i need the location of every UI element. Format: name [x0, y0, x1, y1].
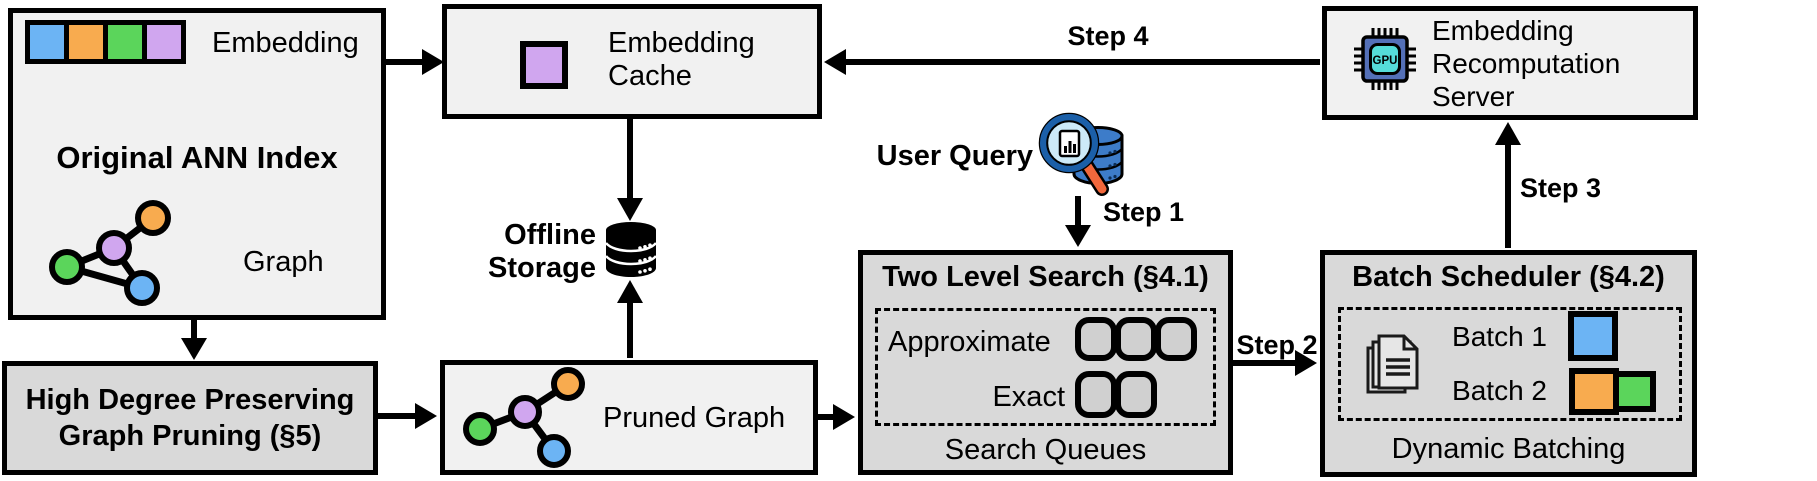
pruning-title-line2: Graph Pruning (§5)	[58, 420, 322, 452]
queue-slot	[1075, 317, 1117, 361]
two-level-search-box	[858, 250, 1233, 475]
cache-label-line2: Cache	[608, 60, 692, 92]
graph-label: Graph	[243, 246, 324, 278]
search-queues-area	[875, 308, 1216, 426]
recomputation-server-label: Embedding Recomputation Server	[1432, 14, 1620, 113]
document-stack-icon	[1366, 334, 1419, 394]
arrow-index-to-pruning	[181, 320, 207, 360]
batch2-swatch-green	[1613, 371, 1656, 412]
embedding-swatch-orange	[64, 20, 108, 64]
user-query-label: User Query	[876, 140, 1033, 172]
embedding-swatch-green	[103, 20, 147, 64]
arrow-cache-to-storage	[617, 119, 643, 221]
queue-slot	[1075, 371, 1117, 418]
batch-scheduler-title: Batch Scheduler (§4.2)	[1352, 261, 1665, 293]
step2-label: Step 2	[1236, 330, 1318, 360]
gpu-chip-icon: GPU	[1354, 28, 1416, 90]
cached-embedding-swatch	[520, 41, 568, 89]
embedding-swatch-purple	[142, 20, 186, 64]
embedding-swatch-blue	[25, 20, 69, 64]
arrow-pruned-to-search	[818, 404, 855, 430]
queue-slot	[1155, 317, 1197, 361]
queue-slot	[1115, 317, 1157, 361]
original-graph-icon	[49, 200, 171, 306]
approximate-label: Approximate	[888, 326, 1051, 358]
batch1-label: Batch 1	[1452, 321, 1547, 352]
arrow-step3-scheduler-to-server	[1495, 122, 1521, 248]
embedding-cache-label: Embedding Cache	[608, 27, 755, 93]
database-icon	[605, 222, 657, 277]
gpu-chip-label: GPU	[1373, 55, 1398, 67]
storage-label-line2: Storage	[488, 252, 596, 284]
approximate-queue-slots	[1075, 317, 1197, 361]
batch2-swatches	[1569, 368, 1656, 415]
embedding-cache-box	[442, 4, 822, 119]
embedding-label: Embedding	[212, 27, 359, 59]
original-index-title: Original ANN Index	[56, 140, 338, 175]
queue-slot	[1115, 371, 1157, 418]
storage-label-line1: Offline	[504, 219, 596, 251]
step3-label: Step 3	[1520, 173, 1602, 203]
exact-queue-slots	[1075, 371, 1157, 418]
arrow-step2-search-to-scheduler	[1233, 350, 1317, 376]
cache-label-line1: Embedding	[608, 27, 755, 59]
batch1-swatch-blue	[1568, 311, 1618, 361]
pruning-title-line1: High Degree Preserving	[25, 384, 355, 416]
server-label-line3: Server	[1432, 81, 1515, 112]
batch2-label: Batch 2	[1452, 375, 1547, 406]
dynamic-batching-label: Dynamic Batching	[1391, 433, 1626, 465]
exact-label: Exact	[992, 381, 1065, 413]
offline-storage-label: Offline Storage	[458, 219, 596, 285]
arrow-pruning-to-pruned	[378, 403, 437, 429]
arrow-index-to-cache	[386, 49, 444, 75]
arrow-pruned-to-storage	[617, 280, 643, 358]
step1-label: Step 1	[1103, 197, 1185, 227]
dynamic-batching-area	[1338, 307, 1682, 421]
batch2-swatch-orange	[1569, 368, 1619, 415]
arrow-step4-server-to-cache	[824, 49, 1320, 75]
graph-pruning-box: High Degree Preserving Graph Pruning (§5…	[2, 361, 378, 475]
arrow-step1-query-to-search	[1065, 196, 1091, 247]
embedding-vector-swatches	[25, 20, 186, 64]
step4-label: Step 4	[1067, 21, 1149, 51]
search-queues-label: Search Queues	[944, 434, 1147, 466]
server-label-line1: Embedding	[1432, 15, 1574, 46]
server-label-line2: Recomputation	[1432, 48, 1621, 79]
pruned-graph-icon	[463, 367, 585, 468]
pruned-graph-label: Pruned Graph	[603, 402, 786, 434]
two-level-search-title: Two Level Search (§4.1)	[882, 261, 1209, 293]
query-magnifier-database-icon	[1038, 112, 1124, 196]
